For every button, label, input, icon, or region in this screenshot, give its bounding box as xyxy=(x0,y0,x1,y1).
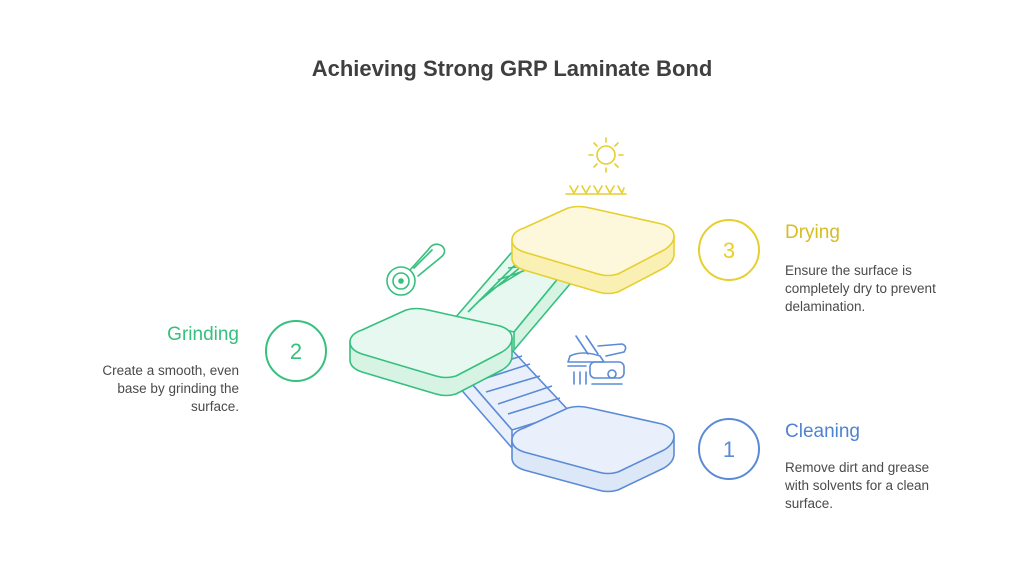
grinding-description-line: base by grinding the xyxy=(117,381,239,396)
cleaning-title: Cleaning xyxy=(785,421,860,442)
grinding-description: Create a smooth, even base by grinding t… xyxy=(60,362,239,416)
step-2-number-badge: 2 xyxy=(265,320,327,382)
grinding-description-line: surface. xyxy=(190,399,239,414)
drying-description-line: delamination. xyxy=(785,299,866,314)
grinding-description-line: Create a smooth, even xyxy=(102,363,239,378)
page-title: Achieving Strong GRP Laminate Bond xyxy=(311,56,713,81)
svg-text:3: 3 xyxy=(723,238,735,263)
drying-description-line: Ensure the surface is xyxy=(785,263,912,278)
sun-icon xyxy=(565,137,627,195)
drying-title: Drying xyxy=(785,222,840,243)
cleaning-platform xyxy=(511,405,675,493)
drying-description: Ensure the surface is completely dry to … xyxy=(785,262,985,316)
cleaning-description-line: Remove dirt and grease xyxy=(785,460,930,475)
cleaning-tools-icon xyxy=(567,335,627,385)
svg-text:1: 1 xyxy=(723,437,735,462)
grinding-platform xyxy=(349,307,513,397)
grinder-icon xyxy=(386,243,446,296)
cleaning-description-line: with solvents for a clean xyxy=(785,478,930,493)
grinding-title: Grinding xyxy=(167,324,239,345)
svg-text:2: 2 xyxy=(290,339,302,364)
cleaning-description-line: surface. xyxy=(785,496,834,511)
step-3-number-badge: 3 xyxy=(698,219,760,281)
step-1-number-badge: 1 xyxy=(698,418,760,480)
drying-description-line: completely dry to prevent xyxy=(785,281,936,296)
cleaning-description: Remove dirt and grease with solvents for… xyxy=(785,459,985,513)
drying-platform xyxy=(511,205,675,295)
